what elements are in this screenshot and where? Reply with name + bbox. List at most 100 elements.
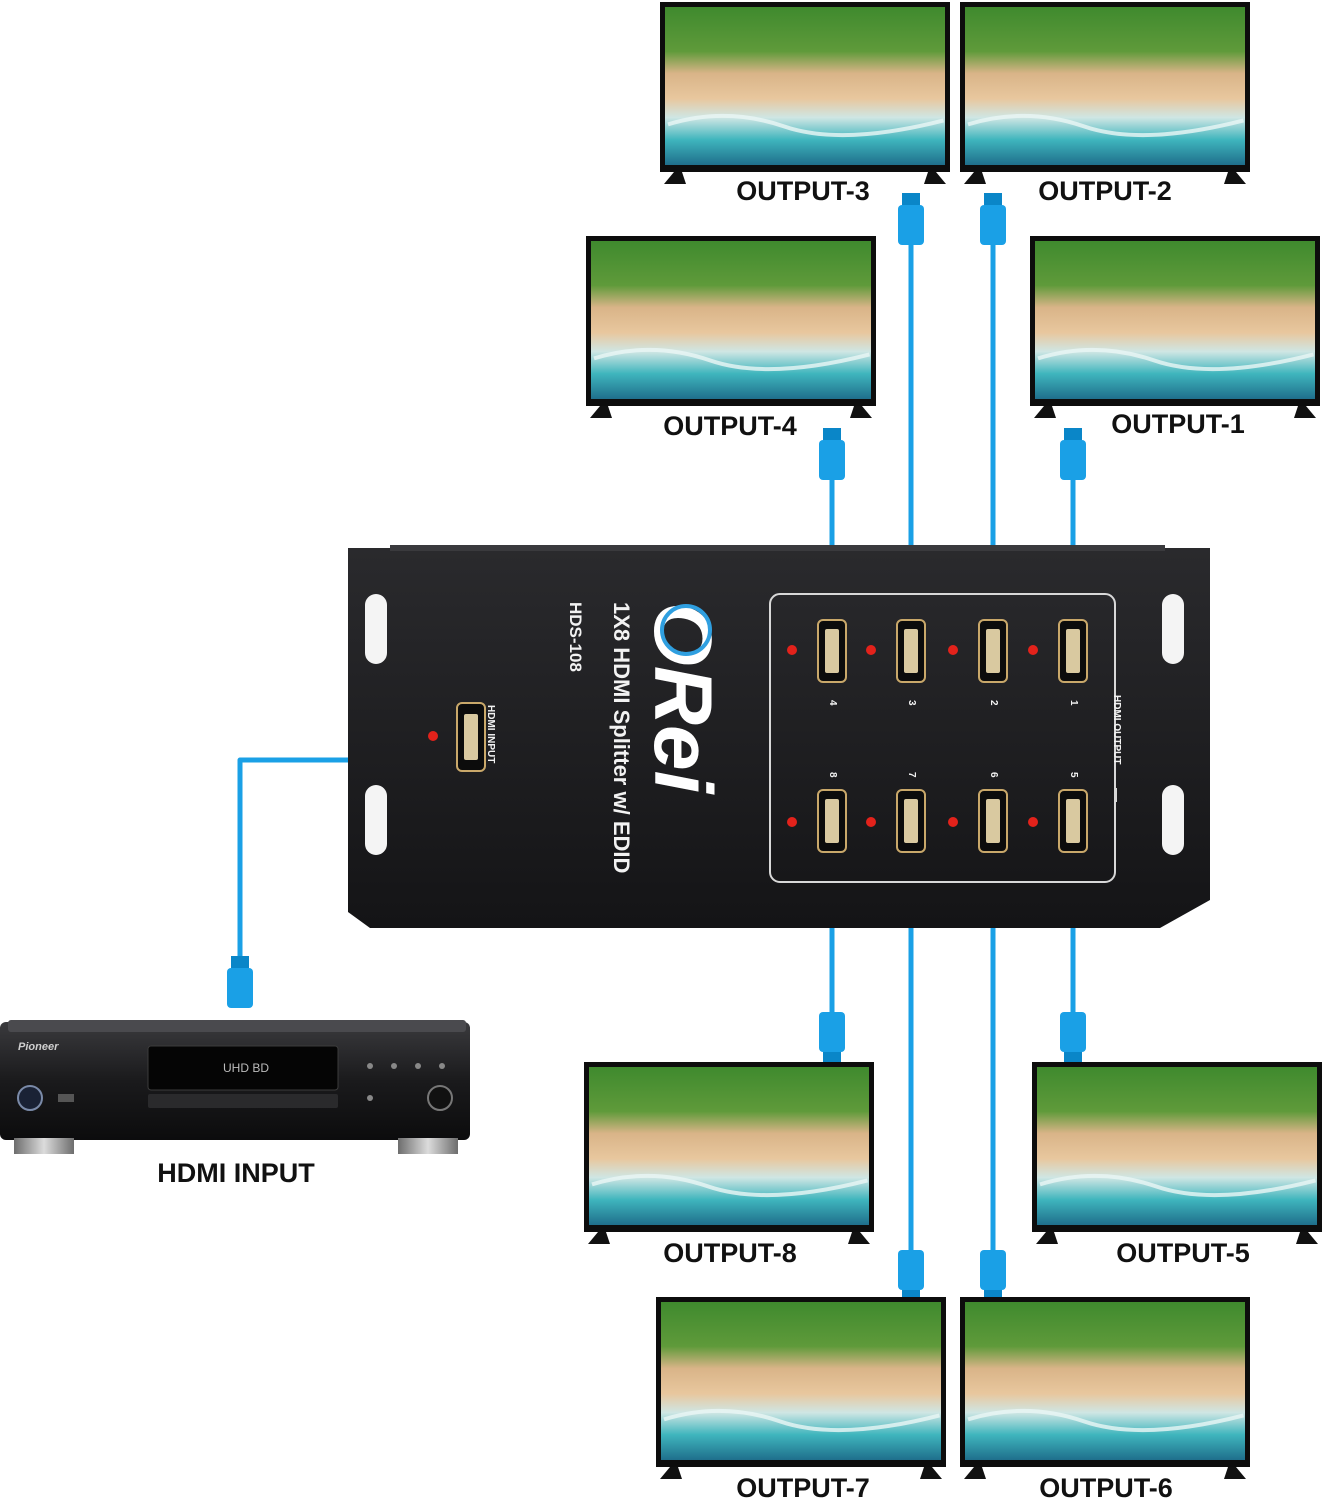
tv-screen [1035,241,1315,399]
hdmi-output-group-label: HDMI OUTPUT [1111,695,1122,764]
hdmi-output-port-3: 3 [866,619,926,706]
tv-label-output-3: OUTPUT-3 [736,176,870,206]
port-inner [904,629,918,673]
port-inner [986,799,1000,843]
blu-ray-player: Pioneer UHD BD HDMI INPUT [0,1020,470,1188]
tv-leg [1224,1467,1246,1479]
disc-tray [148,1094,338,1108]
input-led-icon [428,731,438,741]
player-top-panel [8,1020,466,1032]
port-led-icon [1028,817,1038,827]
hdmi-input-port-label: HDMI INPUT [485,705,496,763]
tv-leg [1036,1232,1058,1244]
tv-leg [1294,406,1316,418]
hdmi-plug-body [227,968,253,1008]
tv-leg [1224,172,1246,184]
tv-leg [588,1232,610,1244]
tv-leg [590,406,612,418]
hdmi-splitter-device: 1X8 HDMI Splitter w/ EDID HDS-108 ORei H… [348,545,1210,928]
hdmi-plug-tip [823,428,841,440]
cable-output-6-plug [980,1250,1006,1302]
tv-screen [589,1067,869,1225]
tv-screen-foam [967,113,1244,138]
hdmi-plug-tip [984,193,1002,205]
port-number: 5 [1068,772,1079,778]
tv-screen-foam [967,1408,1244,1433]
tv-screen-foam [1037,347,1314,372]
power-button-icon [17,1085,43,1111]
tv-leg [850,406,872,418]
tv-output-2: OUTPUT-2 [960,2,1250,206]
tv-screen-foam [591,1173,868,1198]
cable-output-1-plug [1060,428,1086,480]
hdmi-plug-body [898,1250,924,1290]
tv-leg [920,1467,942,1479]
player-button-icon [367,1095,373,1101]
port-number: 1 [1068,700,1079,706]
player-foot [398,1138,458,1154]
tv-label-output-4: OUTPUT-4 [663,411,797,441]
hdmi-output-port-6: 6 [948,772,1008,853]
tv-leg [1034,406,1056,418]
hdmi-plug-body [1060,440,1086,480]
splitter-title: 1X8 HDMI Splitter w/ EDID [609,602,634,873]
port-led-icon [787,645,797,655]
cable-output-4-plug [819,428,845,480]
tv-output-3: OUTPUT-3 [660,2,950,206]
port-led-icon [948,645,958,655]
port-number: 2 [988,700,999,706]
hdmi-plug-body [980,205,1006,245]
tv-label-output-8: OUTPUT-8 [663,1238,797,1268]
hdmi-plug-tip [1064,1052,1082,1064]
port-number: 3 [906,700,917,706]
tv-leg [664,172,686,184]
tv-label-output-1: OUTPUT-1 [1111,409,1245,439]
port-led-icon [787,817,797,827]
port-led-icon [948,817,958,827]
player-brand: Pioneer [18,1041,59,1053]
port-inner [825,799,839,843]
tv-leg [964,172,986,184]
player-display [147,1045,339,1091]
tv-screen-foam [593,347,870,372]
tv-output-6: OUTPUT-6 [960,1297,1250,1500]
port-inner [904,799,918,843]
tv-screen [661,1302,941,1460]
tv-output-8: OUTPUT-8 [584,1062,874,1268]
mounting-slot [1162,594,1184,664]
hdmi-input-port-inner [464,714,478,760]
tv-screen [965,1302,1245,1460]
tv-label-output-5: OUTPUT-5 [1116,1238,1250,1268]
mounting-slot [365,594,387,664]
port-led-icon [1028,645,1038,655]
port-inner [1066,799,1080,843]
tv-screen [965,7,1245,165]
tv-label-output-7: OUTPUT-7 [736,1473,870,1500]
port-inner [986,629,1000,673]
hdmi-plug-tip [231,956,249,968]
player-button-icon [439,1063,445,1069]
tv-output-4: OUTPUT-4 [586,236,876,441]
tv-label-output-2: OUTPUT-2 [1038,176,1172,206]
splitter-top-edge [390,545,1165,551]
tv-leg [848,1232,870,1244]
player-caption: HDMI INPUT [157,1158,315,1188]
hdmi-output-port-5: 5 [1028,772,1088,853]
usb-port-icon [58,1094,74,1102]
tv-leg [964,1467,986,1479]
tv-screen [1037,1067,1317,1225]
port-led-icon [866,817,876,827]
hdmi-plug-body [819,1012,845,1052]
tv-screen [591,241,871,399]
tv-output-5: OUTPUT-5 [1032,1062,1322,1268]
hdmi-output-port-1: 1 [1028,619,1088,706]
port-number: 4 [827,700,838,706]
port-inner [825,629,839,673]
logo-ring-icon [660,604,712,656]
hdmi-output-port-4: 4 [787,619,847,706]
mounting-slot [365,785,387,855]
hdmi-plug-body [819,440,845,480]
tv-leg [924,172,946,184]
tv-leg [1296,1232,1318,1244]
splitter-model: HDS-108 [566,602,585,672]
